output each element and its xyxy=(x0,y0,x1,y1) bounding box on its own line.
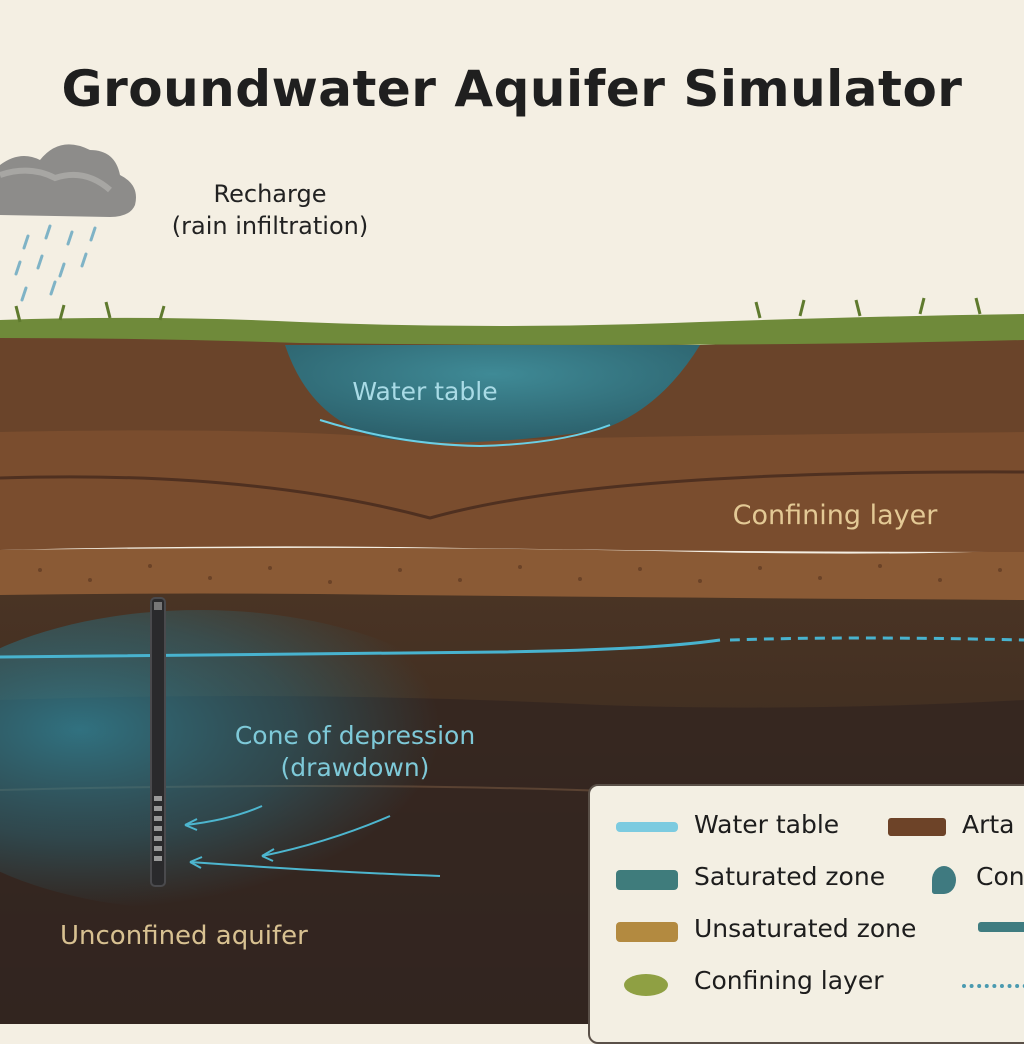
pumping-well xyxy=(150,597,166,887)
rain-cloud-icon xyxy=(0,144,136,217)
page-title: Groundwater Aquifer Simulator xyxy=(61,60,963,118)
recharge-label-line1: Recharge xyxy=(213,180,327,208)
confining-layer-label: Confining layer xyxy=(732,500,938,531)
confining-layer-band xyxy=(0,428,1024,552)
recharge-label: Recharge (rain infiltration) xyxy=(150,178,390,242)
saturated-zone-swatch-icon xyxy=(616,870,678,890)
dotted-line-icon xyxy=(962,984,1024,988)
sandy-layer xyxy=(0,547,1024,600)
legend-item-water-table: Water table xyxy=(694,810,840,839)
legend-item-unsaturated-zone: Unsaturated zone xyxy=(694,914,917,943)
flow-arrows xyxy=(184,805,441,877)
recharge-label-line2: (rain infiltration) xyxy=(171,212,369,240)
surface-water-pond xyxy=(285,345,700,443)
cone-label-line1: Cone of depression xyxy=(234,721,476,750)
legend-item-saturated-zone: Saturated zone xyxy=(694,862,886,891)
cone-label-line2: (drawdown) xyxy=(280,753,430,782)
water-drop-icon xyxy=(932,866,956,894)
legend-item-artesian: Arta xyxy=(962,810,1015,839)
rain-drops-icon xyxy=(14,224,97,302)
cone-of-depression xyxy=(0,610,500,910)
aquifer-water-table-line xyxy=(0,638,721,659)
artesian-swatch-icon xyxy=(888,818,946,836)
unsaturated-zone-swatch-icon xyxy=(616,922,678,942)
unconfined-aquifer-label: Unconfined aquifer xyxy=(60,921,308,951)
water-table-label: Water table xyxy=(352,377,498,406)
legend-panel: Water table Saturated zone Unsaturated z… xyxy=(588,784,1024,1044)
legend-item-cone: Con xyxy=(976,862,1024,891)
grass-surface xyxy=(0,297,1024,345)
well-pipe-icon xyxy=(978,922,1024,932)
water-table-swatch-icon xyxy=(616,822,678,832)
legend-item-confining-layer: Confining layer xyxy=(694,966,884,995)
cone-of-depression-label: Cone of depression (drawdown) xyxy=(195,720,515,784)
confining-layer-blob-icon xyxy=(624,974,668,996)
